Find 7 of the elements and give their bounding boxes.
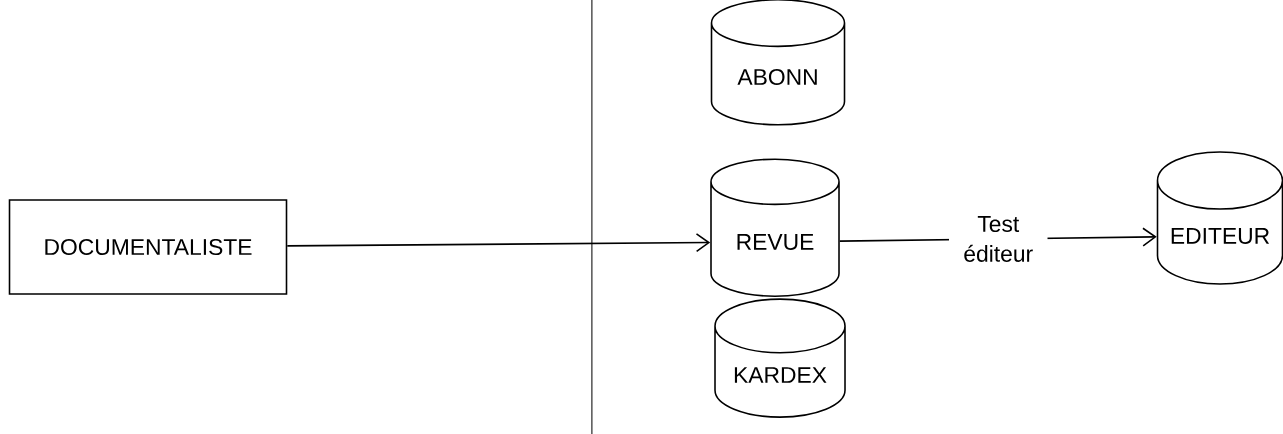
database-cylinder: EDITEUR	[1156, 151, 1283, 285]
arrow	[286, 233, 711, 253]
edge-label: Test éditeur	[949, 214, 1048, 264]
database-cylinder: ABONN	[710, 0, 846, 126]
database-cylinder: REVUE	[710, 158, 840, 297]
process-box: DOCUMENTALISTE	[8, 199, 288, 295]
database-cylinder: KARDEX	[714, 298, 846, 418]
